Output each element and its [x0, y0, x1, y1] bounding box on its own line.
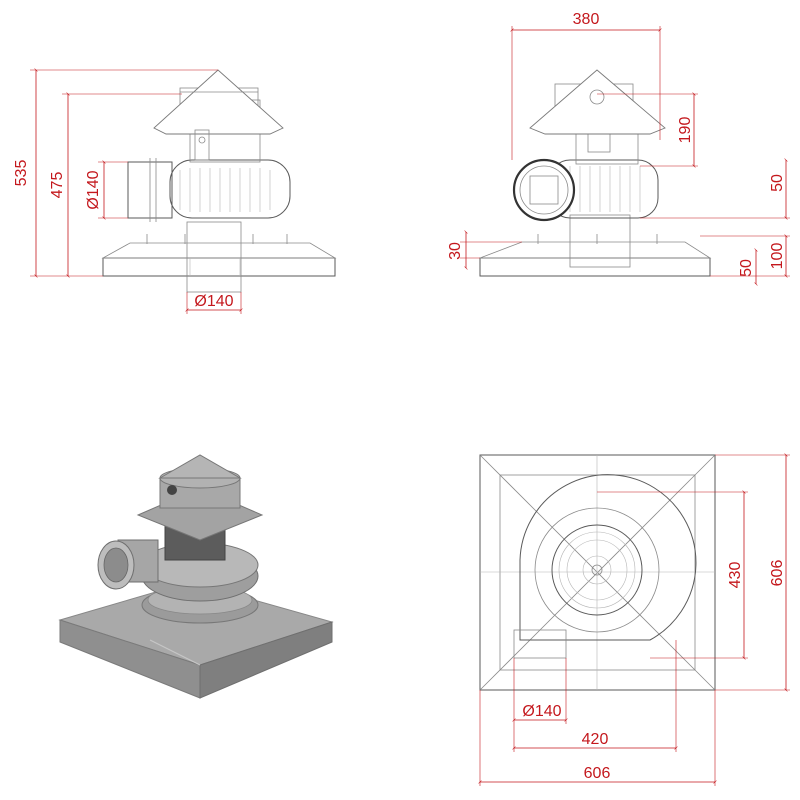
side-hood-height-label: 190 — [677, 117, 694, 144]
plan-inner-width-label: 420 — [582, 731, 609, 748]
plan-inlet-diameter-label: Ø140 — [522, 703, 561, 720]
side-width-top-label: 380 — [573, 11, 600, 28]
plan-outer-height-label: 606 — [769, 560, 786, 587]
front-view — [101, 69, 337, 293]
side-base-30-label: 30 — [447, 242, 464, 260]
side-view — [479, 69, 712, 277]
front-height-total-label: 535 — [13, 160, 30, 187]
side-base-50-label: 50 — [738, 259, 755, 277]
side-inlet-offset-label: 50 — [769, 174, 786, 192]
plan-outer-width-label: 606 — [584, 765, 611, 782]
isometric-render — [58, 454, 334, 699]
plan-view — [479, 454, 716, 691]
front-outlet-diameter-label: Ø140 — [194, 293, 233, 310]
front-view-dimensions — [30, 68, 243, 314]
front-inlet-diameter-label: Ø140 — [85, 170, 102, 209]
side-base-100-label: 100 — [769, 243, 786, 270]
plan-inner-height-label: 430 — [727, 562, 744, 589]
plan-view-dimensions — [478, 453, 790, 786]
front-height-inlet-label: 475 — [49, 172, 66, 199]
side-view-dimensions — [460, 26, 790, 286]
